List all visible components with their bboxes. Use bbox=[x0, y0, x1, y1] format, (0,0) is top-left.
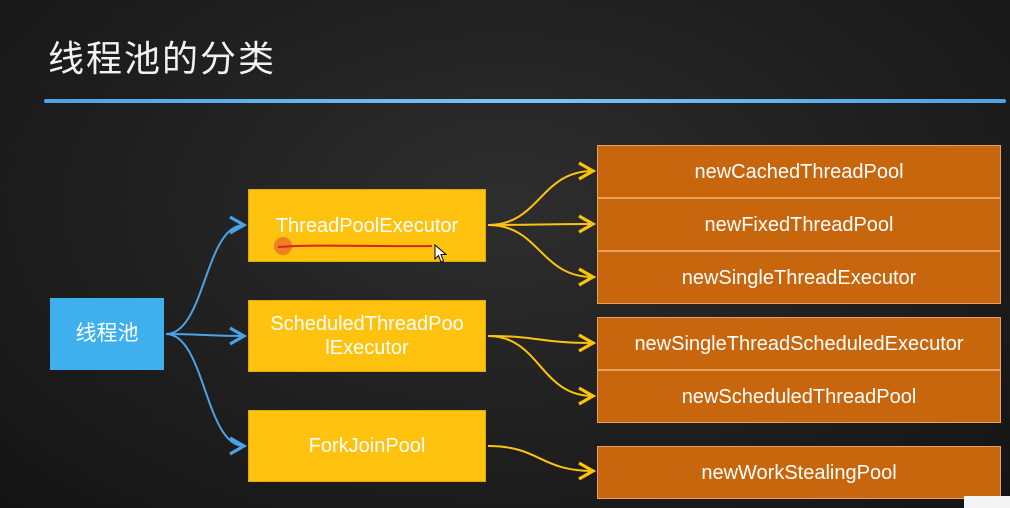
connector-scheduled-to-scheduledpool bbox=[487, 335, 597, 406]
factory-node-single-scheduled: newSingleThreadScheduledExecutor bbox=[597, 317, 1001, 370]
root-node-thread-pool: 线程池 bbox=[50, 298, 164, 370]
connector-root-to-forkjoin bbox=[165, 333, 248, 456]
factory-node-single: newSingleThreadExecutor bbox=[597, 251, 1001, 304]
connector-threadpool-to-fixed bbox=[487, 214, 597, 234]
executor-label: ThreadPoolExecutor bbox=[275, 214, 459, 237]
factory-node-scheduled: newScheduledThreadPool bbox=[597, 370, 1001, 423]
connector-threadpool-to-single bbox=[487, 224, 597, 287]
connector-root-to-scheduled bbox=[165, 326, 248, 346]
factory-node-cached: newCachedThreadPool bbox=[597, 145, 1001, 198]
mouse-cursor-icon bbox=[434, 244, 448, 263]
executor-label: ScheduledThreadPoo lExecutor bbox=[270, 313, 464, 359]
factory-node-fixed: newFixedThreadPool bbox=[597, 198, 1001, 251]
executor-label: ForkJoinPool bbox=[308, 435, 426, 457]
title-divider bbox=[44, 99, 1006, 103]
corner-patch bbox=[964, 496, 1010, 508]
connector-threadpool-to-cached bbox=[487, 161, 597, 226]
slide-title: 线程池的分类 bbox=[48, 39, 277, 80]
executor-node-scheduledthreadpoolexecutor: ScheduledThreadPoo lExecutor bbox=[248, 300, 486, 372]
connector-forkjoin-to-workstealing bbox=[487, 445, 597, 481]
connector-scheduled-to-singlescheduled bbox=[487, 333, 597, 353]
executor-node-forkjoinpool: ForkJoinPool bbox=[248, 410, 486, 482]
annotation-underline bbox=[277, 244, 433, 248]
factory-node-work-stealing: newWorkStealingPool bbox=[597, 446, 1001, 499]
executor-node-threadpoolexecutor: ThreadPoolExecutor bbox=[248, 189, 486, 262]
connector-root-to-threadpool bbox=[165, 215, 248, 335]
